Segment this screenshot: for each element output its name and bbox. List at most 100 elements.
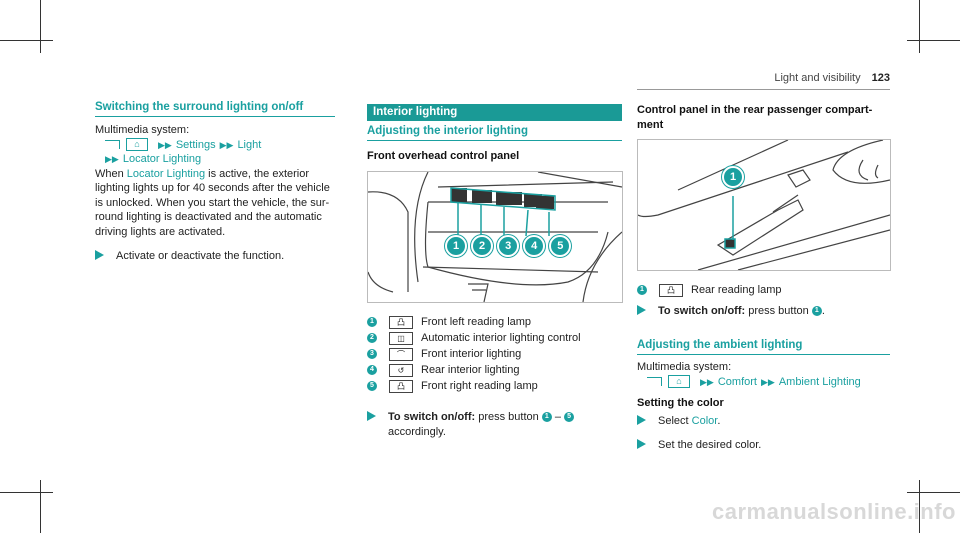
legend-number: 4 <box>367 365 377 376</box>
text: lighting lights up for 40 seconds after … <box>95 182 330 194</box>
crop-mark <box>919 480 920 533</box>
running-header: Light and visibility 123 <box>637 72 890 90</box>
step-bullet-icon <box>637 305 646 315</box>
reading-lamp-icon: 凸 <box>659 283 683 297</box>
chevron-icon: ▶▶ <box>158 139 172 150</box>
text: is unlocked. When you start the vehicle,… <box>95 196 330 209</box>
step: To switch on/off: press button 1 – 5 acc… <box>367 410 622 439</box>
section-title: Light and visibility <box>774 72 861 84</box>
figure-title: Control panel in the rear passenger comp… <box>637 103 892 133</box>
section-heading: Switching the surround lighting on/off <box>95 101 335 117</box>
callout-1: 1 <box>722 166 744 188</box>
step-bullet-icon <box>637 415 646 425</box>
step-bullet-icon <box>637 438 646 449</box>
crop-mark <box>907 492 960 493</box>
color-link[interactable]: Color <box>691 415 718 427</box>
menu-item-ambient-lighting[interactable]: Ambient Lighting <box>778 375 861 388</box>
step-bullet-icon <box>367 411 376 421</box>
crop-mark <box>0 492 53 493</box>
legend-text: Automatic interior lighting control <box>421 332 581 344</box>
rear-control-panel-figure: 1 <box>637 139 891 271</box>
text: Select <box>658 415 692 427</box>
nav-arrow-icon <box>647 376 662 386</box>
legend-item: 1 凸 Rear reading lamp <box>637 282 782 298</box>
crop-mark <box>40 0 41 53</box>
menu-path: ⌂▶▶Settings▶▶Light <box>95 138 335 153</box>
locator-lighting-link[interactable]: Locator Lighting <box>126 167 206 180</box>
callout-group: 1 2 3 4 5 <box>445 235 572 257</box>
home-icon[interactable]: ⌂ <box>668 375 690 389</box>
legend-item: 2 ◫ Automatic interior lighting control <box>367 330 581 346</box>
legend-number: 1 <box>637 285 647 296</box>
auto-interior-light-icon: ◫ <box>389 331 413 345</box>
reading-lamp-icon: 凸 <box>389 315 413 329</box>
legend-text: Rear interior lighting <box>421 364 520 376</box>
text: . <box>717 415 721 427</box>
callout-4: 4 <box>523 235 546 257</box>
step-bullet-icon <box>95 250 104 260</box>
section-heading: Adjusting the ambient lighting <box>637 339 890 355</box>
text: press button <box>475 411 542 423</box>
callout-3: 3 <box>497 235 520 257</box>
button-ref: 5 <box>564 412 575 423</box>
legend-number: 5 <box>367 381 377 392</box>
legend-text: Front right reading lamp <box>421 380 538 392</box>
step: Activate or deactivate the function. <box>95 249 335 264</box>
text: accordingly. <box>388 425 446 438</box>
text: . <box>821 305 825 317</box>
text: ment <box>637 119 664 131</box>
legend-number: 1 <box>367 317 377 328</box>
description: When Locator Lighting is active, the ext… <box>95 167 335 240</box>
watermark: carmanualsonline.info <box>712 499 956 524</box>
step-label: To switch on/off: <box>658 305 746 317</box>
reading-lamp-icon: 凸 <box>389 379 413 393</box>
callout-2: 2 <box>471 235 494 257</box>
legend-text: Front left reading lamp <box>421 316 532 328</box>
text: is active, the exterior <box>205 167 310 180</box>
chevron-icon: ▶▶ <box>105 154 119 164</box>
home-icon[interactable]: ⌂ <box>126 138 148 152</box>
step-text: Activate or deactivate the function. <box>116 250 285 262</box>
menu-item-settings[interactable]: Settings <box>175 138 216 151</box>
text: round lighting is deactivated and the au… <box>95 211 322 223</box>
menu-path: ⌂▶▶Comfort▶▶Ambient Lighting <box>637 375 890 390</box>
crop-mark <box>919 0 920 53</box>
callout-1: 1 <box>445 235 467 257</box>
column-2: Interior lighting Adjusting the interior… <box>367 104 622 162</box>
legend-item: 4 ↺ Rear interior lighting <box>367 362 581 378</box>
legend-item: 3⌒Front interior lighting <box>367 346 581 362</box>
crop-mark <box>0 40 53 41</box>
legend-text: Front interior lighting <box>421 348 522 360</box>
chevron-icon: ▶▶ <box>700 376 714 387</box>
step: Set the desired color. <box>637 438 890 453</box>
step: Select Color. <box>637 414 890 429</box>
menu-item-comfort[interactable]: Comfort <box>717 375 757 388</box>
text: driving lights are activated. <box>95 225 226 238</box>
front-overhead-panel-figure: 1 2 3 4 5 <box>367 171 623 303</box>
text: press button <box>745 305 812 317</box>
step: To switch on/off: press button 1. <box>637 304 825 319</box>
section-heading: Adjusting the interior lighting <box>367 125 622 141</box>
subsection-heading: Setting the color <box>637 397 724 409</box>
legend-text: Rear reading lamp <box>691 284 782 296</box>
chevron-icon: ▶▶ <box>219 139 234 150</box>
rear-interior-light-icon: ↺ <box>389 363 413 377</box>
page-number: 123 <box>871 72 890 84</box>
button-ref: 1 <box>811 306 822 317</box>
figure-title: Front overhead control panel <box>367 150 520 162</box>
menu-item-light[interactable]: Light <box>237 138 262 151</box>
legend-item: 5 凸 Front right reading lamp <box>367 378 581 394</box>
multimedia-label: Multimedia system: <box>95 124 190 136</box>
crop-mark <box>40 480 41 533</box>
button-ref: 1 <box>541 412 552 423</box>
chapter-banner: Interior lighting <box>367 104 622 121</box>
step-text: Set the desired color. <box>658 438 762 451</box>
legend-number: 2 <box>367 333 377 344</box>
menu-item-locator-lighting[interactable]: Locator Lighting <box>122 153 202 165</box>
callout-5: 5 <box>549 235 572 257</box>
text: Control panel in the rear passenger comp… <box>637 104 873 116</box>
front-interior-light-icon: ⌒ <box>389 347 413 361</box>
text: – <box>551 411 565 423</box>
legend-list: 1 凸 Front left reading lamp 2 ◫ Automatic in… <box>367 314 581 394</box>
